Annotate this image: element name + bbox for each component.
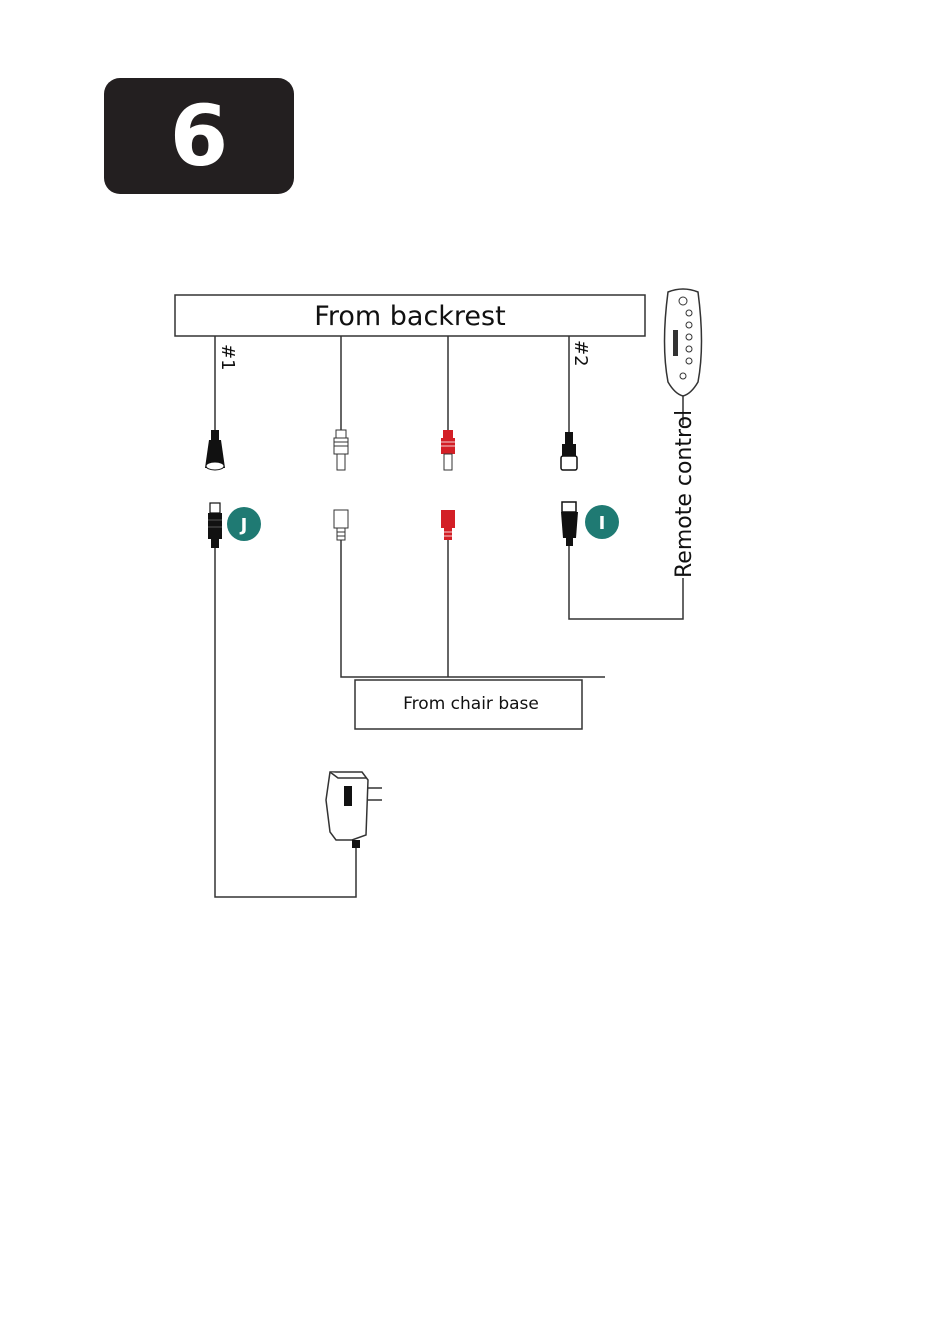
badge-j: J xyxy=(227,507,261,541)
plug-white-icon xyxy=(334,430,348,470)
connector-i-icon xyxy=(561,502,578,546)
plug-red-icon xyxy=(441,430,455,470)
backrest-cables xyxy=(215,336,569,432)
backrest-box: From backrest xyxy=(175,295,645,336)
cable-1-label: #1 xyxy=(217,344,238,371)
socket-red-icon xyxy=(441,510,455,540)
socket-white-icon xyxy=(334,510,348,540)
plug-2-black-icon xyxy=(561,432,577,470)
connector-j-icon xyxy=(208,503,222,548)
lower-wiring xyxy=(215,410,683,897)
chair-base-box: From chair base xyxy=(355,680,582,729)
remote-control-icon xyxy=(665,289,702,410)
plug-1-black-icon xyxy=(205,430,225,470)
svg-text:J: J xyxy=(239,515,248,536)
chair-base-label: From chair base xyxy=(403,694,539,714)
badge-i: I xyxy=(585,505,619,539)
power-adapter-icon xyxy=(326,772,382,848)
cable-2-label: #2 xyxy=(570,340,591,367)
backrest-label: From backrest xyxy=(314,301,505,332)
svg-text:I: I xyxy=(599,513,606,534)
remote-control-label: Remote control xyxy=(672,410,697,578)
